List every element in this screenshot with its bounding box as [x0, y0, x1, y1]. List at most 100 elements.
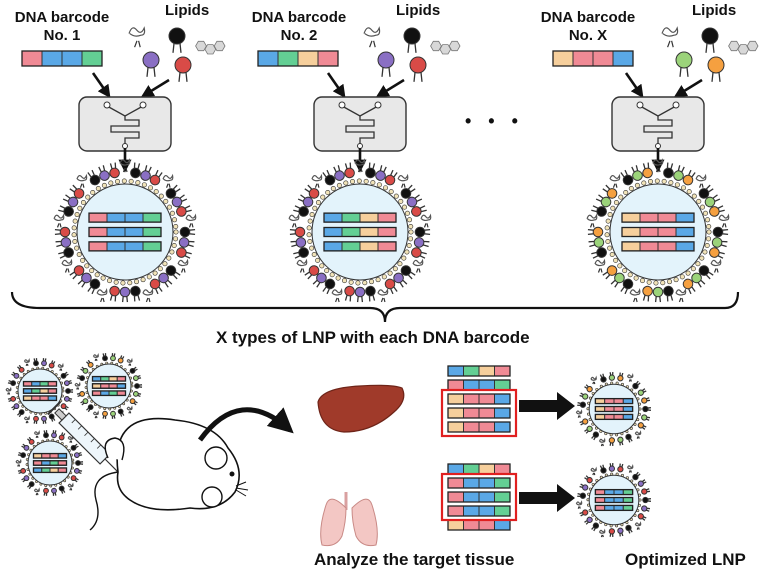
- barcode-segment: [494, 421, 511, 433]
- barcode-segment: [116, 376, 126, 382]
- barcode-segment: [116, 390, 126, 396]
- shell-lipid: [140, 165, 152, 181]
- stack-barcode-row: [447, 379, 511, 391]
- shell-lipid: [608, 528, 615, 537]
- black-lipid-icon: [403, 27, 421, 53]
- shell-lipid: [365, 162, 376, 179]
- liver-icon: [317, 384, 405, 433]
- barcode-segment: [341, 227, 361, 237]
- liver-barcode-stack: [440, 365, 518, 438]
- barcode-segment: [594, 504, 606, 511]
- lnp-barcode: [621, 226, 695, 238]
- stack-barcode-row: [447, 505, 511, 517]
- lungs-icon: [320, 492, 378, 547]
- barcode-segment: [463, 505, 480, 517]
- barcode-segment: [478, 491, 495, 503]
- shell-lipid: [625, 433, 633, 443]
- peg-lipid: [598, 528, 606, 538]
- shell-lipid: [43, 487, 49, 496]
- shell-lipid: [27, 481, 35, 490]
- barcode-segment: [49, 453, 59, 459]
- barcode-segment: [604, 504, 615, 511]
- barcode-segment: [39, 381, 49, 387]
- barcode-segment: [657, 227, 677, 237]
- shell-lipid: [73, 451, 83, 459]
- barcode-segment: [108, 383, 118, 389]
- shell-lipid: [663, 162, 674, 179]
- barcode-segment: [116, 383, 126, 389]
- barcode-segment: [142, 212, 162, 223]
- shell-lipid: [642, 405, 652, 413]
- ionizable-lipid-icon: [377, 51, 395, 77]
- shell-lipid: [632, 471, 641, 481]
- shell-lipid: [602, 184, 618, 199]
- pool-lnp-2: [74, 352, 143, 419]
- barcode-segment: [323, 212, 343, 223]
- shell-lipid: [591, 431, 600, 441]
- barcode-segment: [621, 212, 641, 223]
- shell-lipid: [400, 265, 416, 280]
- peg-lipid: [594, 258, 606, 273]
- shell-lipid: [60, 371, 69, 379]
- shell-lipid: [70, 475, 79, 483]
- barcode-segment: [88, 241, 108, 252]
- peg-lipid: [609, 173, 621, 188]
- stack-barcode-row: [447, 407, 511, 419]
- barcode-segment: [57, 460, 67, 466]
- shell-lipid: [673, 165, 685, 181]
- shell-lipid: [588, 237, 605, 248]
- pool-lnp-3: [15, 429, 84, 496]
- black-lipid-icon: [168, 27, 186, 53]
- shell-lipid: [608, 372, 615, 381]
- barcode-segment: [317, 50, 339, 67]
- barcode-segment: [447, 477, 464, 489]
- barcode-segment: [323, 227, 343, 237]
- shell-lipid: [58, 432, 66, 441]
- barcode-segment: [622, 406, 634, 412]
- shell-lipid: [171, 194, 188, 208]
- barcode-segment: [447, 407, 464, 419]
- shell-lipid: [293, 247, 309, 259]
- shell-lipid: [134, 383, 143, 389]
- barcode-segment: [47, 388, 57, 394]
- lnp-barcode: [91, 390, 127, 397]
- shell-lipid: [414, 226, 431, 238]
- helper-lipid-icon: [409, 56, 427, 82]
- barcode-segment: [494, 463, 511, 475]
- shell-lipid: [637, 388, 647, 396]
- barcode-segment: [447, 519, 464, 531]
- barcode-segment: [49, 467, 59, 473]
- barcode-segment: [447, 393, 464, 405]
- peg-lipid: [185, 213, 197, 228]
- shell-lipid: [176, 247, 192, 259]
- shell-lipid: [87, 278, 101, 295]
- shell-lipid: [617, 436, 624, 446]
- lnp-barcode: [621, 241, 695, 252]
- lnp-barcode: [32, 452, 68, 459]
- barcode-segment: [478, 393, 495, 405]
- barcode-segment: [613, 489, 624, 496]
- barcode-segment: [657, 212, 677, 223]
- shell-lipid: [384, 278, 398, 295]
- barcode-segment: [100, 376, 110, 382]
- shell-lipid: [584, 425, 593, 434]
- shell-lipid: [27, 436, 35, 445]
- shell-lipid: [109, 285, 120, 302]
- shell-lipid: [110, 353, 116, 362]
- peg-lipid: [652, 158, 664, 173]
- barcode-segment: [92, 390, 102, 396]
- lnp-barcode: [323, 226, 397, 238]
- peg-lipid: [629, 288, 641, 303]
- peg-lipid: [23, 415, 30, 424]
- peg-lipid: [142, 288, 154, 303]
- shell-lipid: [587, 226, 604, 238]
- shell-lipid: [176, 205, 192, 217]
- peg-lipid-icon: [661, 26, 679, 48]
- shell-lipid: [384, 169, 398, 186]
- peg-lipid: [575, 409, 583, 418]
- shell-lipid: [711, 237, 728, 248]
- shell-lipid: [704, 194, 721, 208]
- barcode-segment: [341, 241, 361, 252]
- peg-lipid: [586, 213, 598, 228]
